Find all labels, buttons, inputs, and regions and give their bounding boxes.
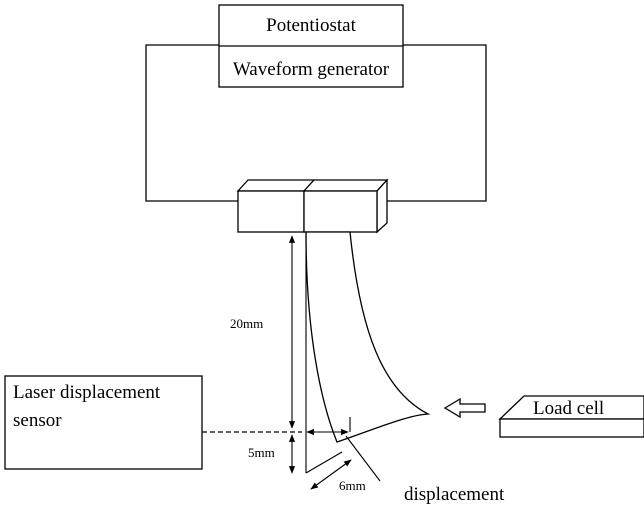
load-cell: Load cell [498,395,644,438]
potentiostat-label: Potentiostat [266,15,356,36]
dimension-lines [288,232,352,490]
potentiostat-box: Potentiostat Waveform generator [218,4,404,88]
electrode-clamp [236,178,389,234]
force-arrow [443,397,486,419]
actuator-strip [305,231,431,443]
laser-sensor-box: Laser displacement sensor [4,375,203,470]
laser-sensor-label-line1: Laser displacement [13,382,161,403]
laser-sensor-label-line2: sensor [13,410,62,431]
dim-6mm-label: 6mm [339,478,366,493]
dim-5mm-label: 5mm [248,445,275,460]
load-cell-label: Load cell [533,398,604,419]
dim-20mm-label: 20mm [230,316,263,331]
waveform-generator-label: Waveform generator [233,59,390,80]
displacement-label: displacement [404,484,505,505]
displacement-leader [345,435,381,482]
circuit-wires [145,44,487,202]
